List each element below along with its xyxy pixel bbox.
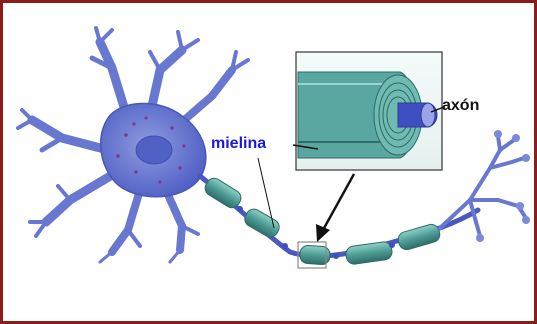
myelin-segments: [202, 175, 442, 265]
axon-line: [200, 176, 478, 256]
zoom-arrow-head: [316, 224, 330, 242]
mielina-label: mielina: [211, 135, 266, 153]
nucleus: [136, 136, 172, 164]
zoom-arrow-shaft: [323, 174, 354, 230]
axon-label: axón: [442, 97, 479, 115]
